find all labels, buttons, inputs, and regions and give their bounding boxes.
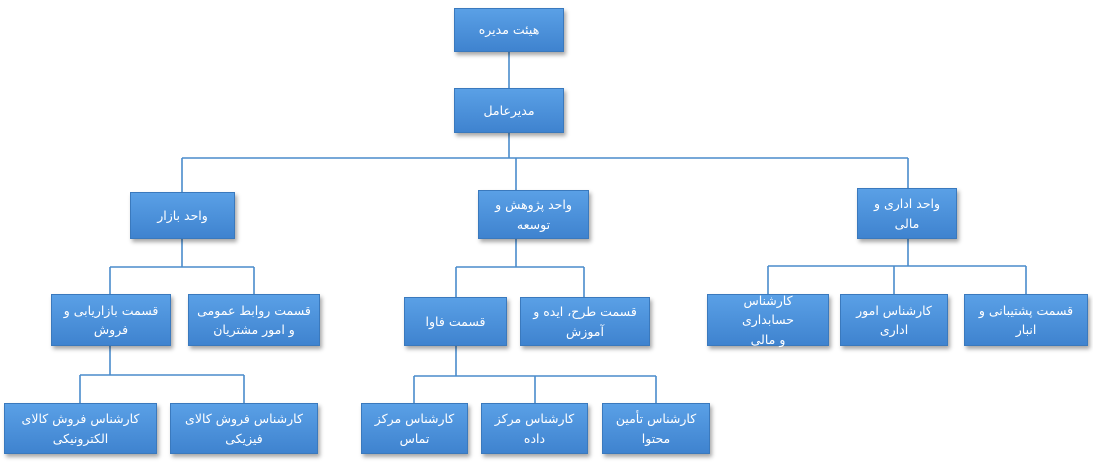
node-admin-affairs-expert: کارشناس امور اداری (840, 294, 948, 346)
node-public-relations-section: قسمت روابط عمومی و امور مشتریان (188, 294, 320, 346)
connector-rd-sections (455, 239, 585, 297)
node-data-center-expert: کارشناس مرکز داده (481, 403, 588, 454)
node-marketing-unit: واحد بازار (130, 192, 235, 239)
connector-marketing-sections (109, 239, 255, 294)
node-content-provision-expert: کارشناس تأمین محتوا (602, 403, 710, 454)
connector-admin-sections (767, 239, 1027, 294)
connector-it-experts (413, 346, 657, 403)
node-call-center-expert: کارشناس مرکز تماس (361, 403, 468, 454)
node-electronics-sales-expert: کارشناس فروش کالای الکترونیکی (4, 403, 157, 454)
node-ceo: مدیرعامل (454, 88, 564, 133)
node-marketing-sales-section: قسمت بازاریابی و فروش (51, 294, 171, 346)
connector-sales-experts (79, 346, 245, 403)
node-support-warehouse-section: قسمت پشتیبانی و انبار (964, 294, 1088, 346)
node-it-section: قسمت فاوا (404, 297, 507, 346)
node-accounting-expert: کارشناس حسابداری و مالی (707, 293, 829, 347)
node-rd-unit: واحد پژوهش و توسعه (478, 190, 589, 239)
connector-ceo-units (181, 133, 909, 192)
node-design-training-section: قسمت طرح، ایده و آموزش (520, 297, 650, 346)
node-board: هیئت مدیره (454, 8, 564, 52)
node-admin-finance-unit: واحد اداری و مالی (857, 188, 957, 239)
node-physical-goods-sales-expert: کارشناس فروش کالای فیزیکی (170, 403, 318, 454)
